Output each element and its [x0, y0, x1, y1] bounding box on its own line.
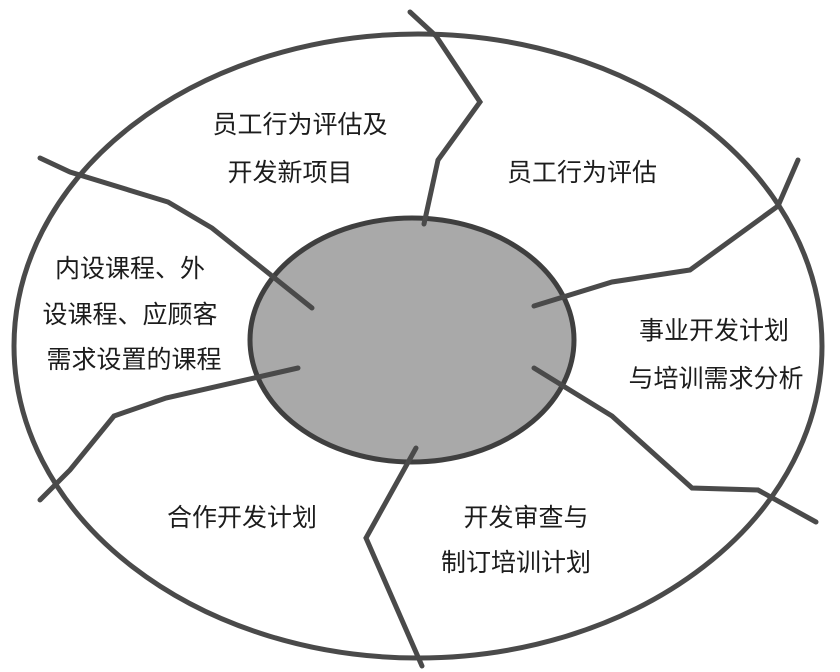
- label-top: 员工行为评估及 开发新项目: [213, 110, 396, 187]
- label-left: 内设课程、外 设课程、应顾客 需求设置的课程: [43, 254, 226, 374]
- label-right: 事业开发计划 与培训需求分析: [628, 316, 803, 393]
- arrow-bottom: [363, 445, 425, 669]
- arrow-upper-right: [531, 157, 801, 309]
- arrow-top: [407, 9, 484, 227]
- arrow-lower-right: [531, 365, 819, 525]
- arrow-upper-left: [37, 155, 315, 311]
- label-bottom-left: 合作开发计划: [167, 503, 317, 532]
- label-bottom-right: 开发审查与 制订培训计划: [441, 503, 596, 577]
- arrow-lower-left: [37, 365, 301, 503]
- label-top-right: 员工行为评估: [507, 158, 657, 187]
- center-ellipse: [247, 215, 577, 465]
